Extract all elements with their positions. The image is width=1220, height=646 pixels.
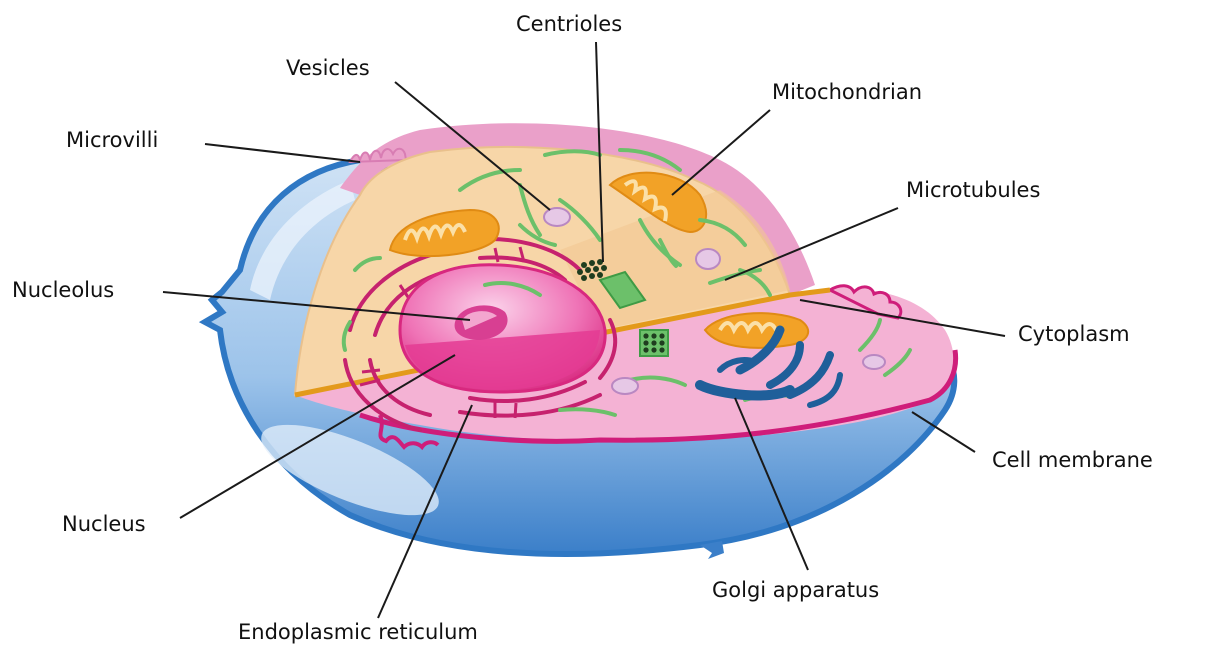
label-vesicles: Vesicles <box>286 58 370 79</box>
label-microvilli: Microvilli <box>66 130 158 151</box>
label-cell-membrane: Cell membrane <box>992 450 1153 471</box>
label-cytoplasm: Cytoplasm <box>1018 324 1130 345</box>
label-nucleolus: Nucleolus <box>12 280 114 301</box>
label-golgi-apparatus: Golgi apparatus <box>712 580 879 601</box>
label-nucleus: Nucleus <box>62 514 146 535</box>
microvilli <box>350 149 406 162</box>
label-endoplasmic-reticulum: Endoplasmic reticulum <box>238 622 478 643</box>
leader-microvilli <box>205 144 360 162</box>
label-mitochondrian: Mitochondrian <box>772 82 922 103</box>
label-centrioles: Centrioles <box>516 14 622 35</box>
label-microtubules: Microtubules <box>906 180 1040 201</box>
